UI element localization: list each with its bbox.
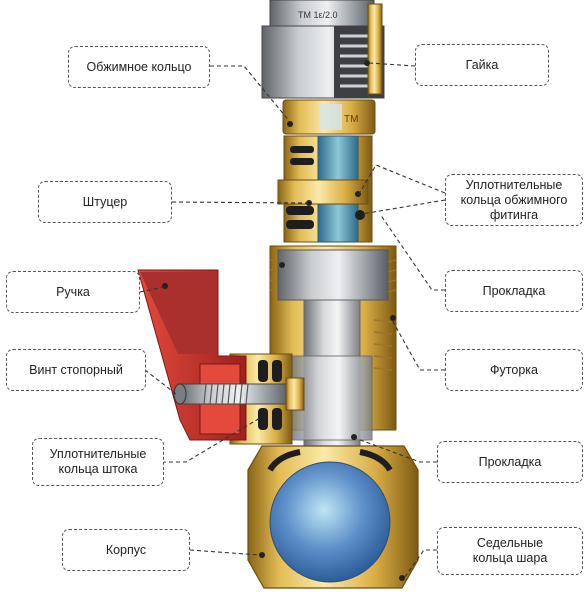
compression-ring-part: TM xyxy=(282,99,376,135)
label-nut: Гайка xyxy=(415,44,549,86)
label-body: Корпус xyxy=(62,529,190,571)
label-ball-seat-rings-line2: кольца шара xyxy=(472,551,548,565)
label-lock-screw: Винт стопорный xyxy=(6,349,146,391)
nut-part: TM 1ε/2.0 xyxy=(261,0,385,99)
label-ball-seat-rings-line1: Седельные xyxy=(476,536,544,550)
label-stem-seal-rings-line1: Уплотнительные xyxy=(49,447,147,461)
label-gasket-top: Прокладка xyxy=(445,270,583,312)
label-handle: Ручка xyxy=(6,271,140,313)
label-adapter-bushing-text: Футорка xyxy=(490,362,538,377)
valve-body xyxy=(229,245,419,589)
label-adapter-bushing: Футорка xyxy=(445,349,583,391)
fitting-part xyxy=(277,135,373,243)
label-fitting: Штуцер xyxy=(38,181,172,223)
leader-lines xyxy=(139,62,446,579)
nut-engraving: TM 1ε/2.0 xyxy=(298,10,338,20)
label-nut-text: Гайка xyxy=(465,57,499,72)
label-compression-ring: Обжимное кольцо xyxy=(68,46,210,88)
label-gasket-top-text: Прокладка xyxy=(482,283,546,298)
label-gasket-bottom-text: Прокладка xyxy=(478,454,542,469)
label-stem-seal-rings-line2: кольца штока xyxy=(58,462,138,476)
label-gasket-bottom: Прокладка xyxy=(437,441,583,483)
label-fitting-seal-rings: Уплотнительные кольца обжимного фитинга xyxy=(445,174,583,226)
label-ball-seat-rings: Седельные кольца шара xyxy=(437,527,583,575)
label-lock-screw-text: Винт стопорный xyxy=(29,362,123,377)
label-fitting-seal-rings-line1: Уплотнительные xyxy=(465,177,563,192)
label-fitting-seal-rings-line2: кольца обжимного xyxy=(460,192,568,207)
label-fitting-text: Штуцер xyxy=(82,194,128,209)
stem-screw-part xyxy=(173,377,305,411)
label-fitting-seal-rings-line3: фитинга xyxy=(489,207,539,222)
label-stem-seal-rings: Уплотнительные кольца штока xyxy=(32,438,164,486)
label-body-text: Корпус xyxy=(105,542,147,557)
ring-engraving: TM xyxy=(344,114,358,125)
label-handle-text: Ручка xyxy=(56,284,90,299)
label-compression-ring-text: Обжимное кольцо xyxy=(86,59,192,74)
